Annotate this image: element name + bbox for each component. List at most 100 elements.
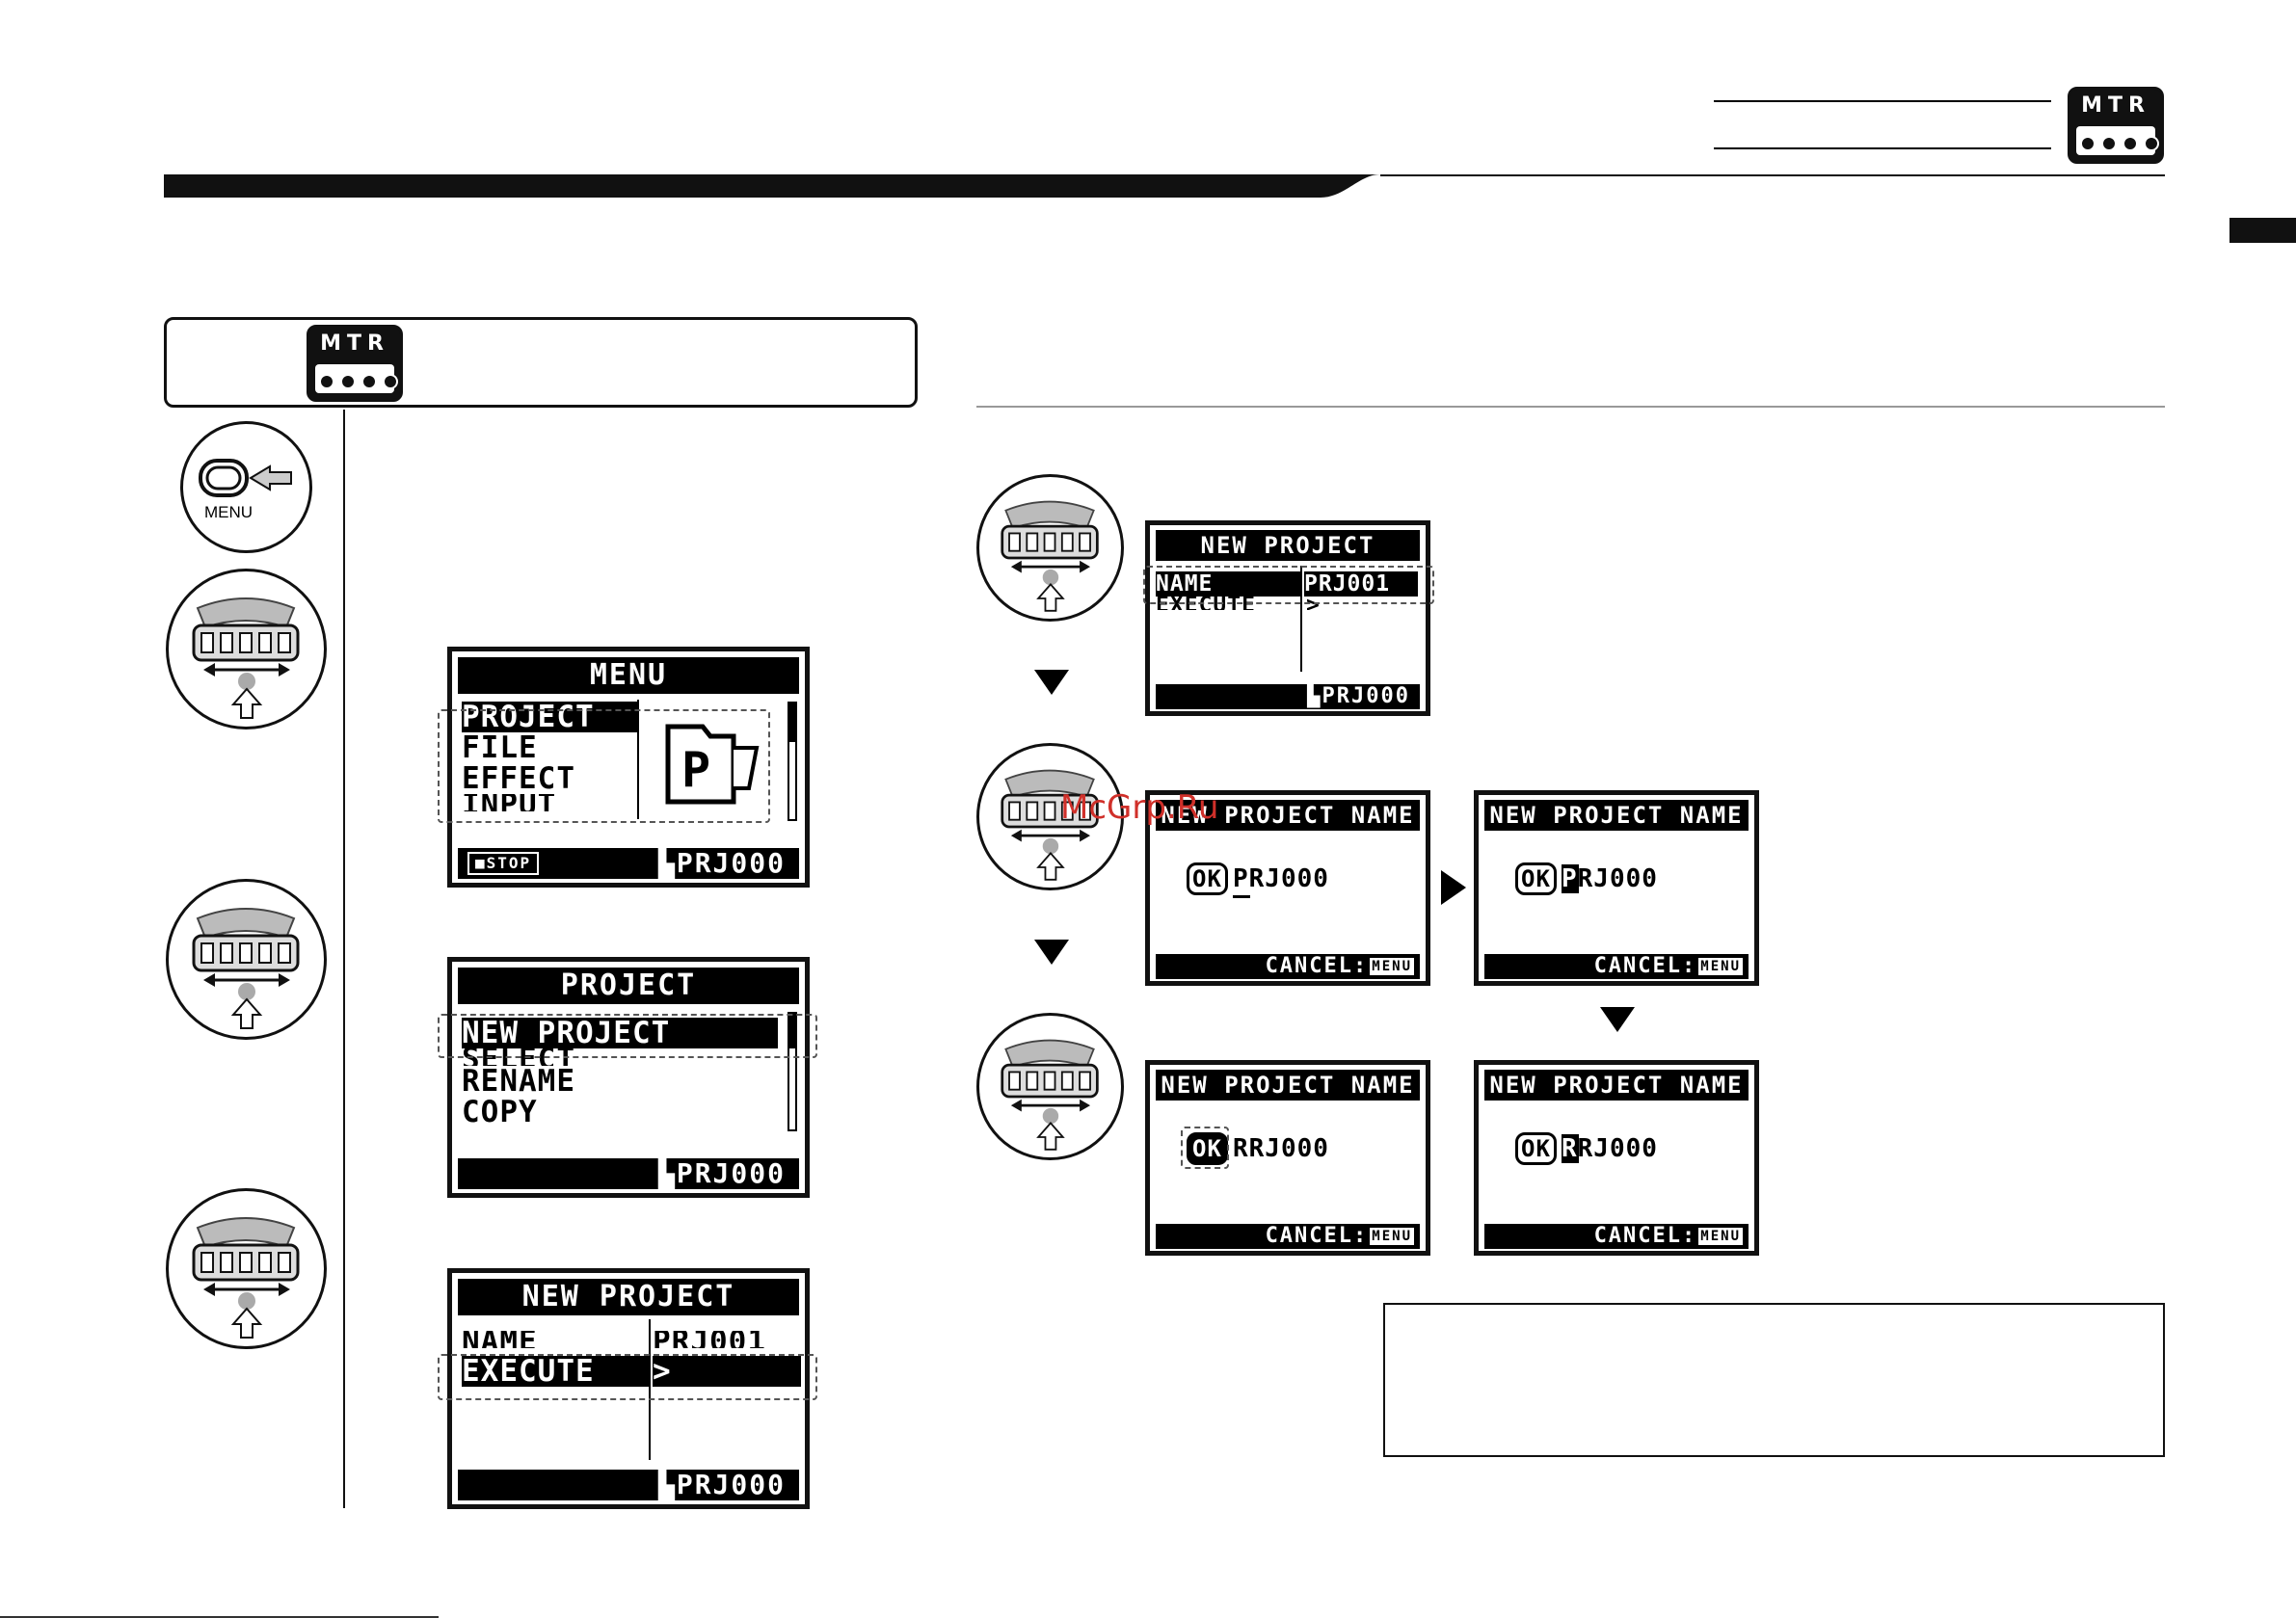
menu-key-icon: MENU	[1370, 958, 1414, 975]
mtr-knob-strip	[2076, 126, 2159, 155]
screen-title: NEW PROJECT NAME	[1484, 800, 1749, 831]
mtr-badge-label: MTR	[320, 332, 389, 356]
selection-highlight	[438, 1014, 817, 1058]
file-icon: ▙	[657, 1469, 677, 1500]
execute-value[interactable]: >	[653, 1356, 801, 1387]
name-screen-3: NEW PROJECT NAME OK RRJ000 CANCEL:MENU	[1145, 1060, 1430, 1256]
folder-letter: P	[681, 742, 711, 798]
cursor-block	[1562, 864, 1579, 893]
footer-rule	[0, 1616, 439, 1618]
dial-icon	[1001, 1039, 1099, 1151]
dial-step-icon	[976, 743, 1124, 890]
menu-item-file[interactable]: FILE	[462, 730, 538, 765]
step-divider	[343, 410, 345, 1508]
name-label[interactable]: NAME	[1156, 571, 1300, 597]
watermark: McGrp.Ru	[1060, 788, 1219, 827]
project-folder-icon: P	[664, 719, 760, 806]
selection-highlight	[438, 1354, 817, 1400]
screen-title: NEW PROJECT	[1156, 530, 1420, 561]
menu-scrollbar[interactable]	[788, 702, 797, 821]
menu-button-step: MENU	[180, 421, 312, 553]
project-item-rename[interactable]: RENAME	[462, 1064, 575, 1099]
execute-label[interactable]: EXECUTE	[462, 1356, 649, 1387]
file-icon: ▙	[657, 1157, 677, 1189]
project-indicator: ▙PRJ000	[658, 848, 786, 879]
mtr-knob-strip	[315, 364, 398, 393]
menu-item-project[interactable]: PROJECT	[462, 702, 639, 732]
project-name-value[interactable]: RRJ000	[1233, 1134, 1329, 1163]
stop-label: STOP	[486, 854, 532, 872]
ok-button[interactable]: OK	[1515, 862, 1557, 895]
screen-title: NEW PROJECT	[458, 1279, 799, 1315]
ok-button[interactable]: OK	[1187, 1132, 1228, 1165]
current-project: PRJ000	[676, 1157, 786, 1189]
current-project: PRJ000	[1322, 684, 1410, 708]
menu-key-icon: MENU	[1698, 1228, 1743, 1245]
screen-title: NEW PROJECT NAME	[1156, 800, 1420, 831]
arrow-down-icon	[1034, 670, 1069, 695]
knob-icon	[2101, 136, 2117, 151]
dial-step-icon	[976, 1013, 1124, 1160]
menu-button-icon	[199, 459, 292, 497]
menu-item-input[interactable]: INPUT	[462, 794, 557, 811]
project-name-value[interactable]: PRJ000	[1562, 864, 1658, 893]
arrow-down-icon	[1034, 940, 1069, 965]
project-indicator: ▙PRJ000	[1307, 684, 1410, 709]
text-cursor	[1233, 895, 1250, 898]
dial-step-icon	[166, 879, 327, 1040]
mtr-badge-label: MTR	[2081, 93, 2150, 118]
cancel-label: CANCEL:	[1265, 1224, 1369, 1248]
screen-footer: CANCEL:MENU	[1484, 1224, 1749, 1249]
project-indicator: ▙PRJ000	[658, 1158, 786, 1189]
name-value[interactable]: PRJ001	[1304, 571, 1418, 597]
dial-icon	[1001, 500, 1099, 612]
project-item-copy[interactable]: COPY	[462, 1095, 538, 1129]
knob-icon	[2144, 136, 2159, 151]
screen-title: PROJECT	[458, 968, 799, 1004]
current-project: PRJ000	[676, 1469, 786, 1500]
ok-button[interactable]: OK	[1187, 862, 1228, 895]
screen-footer: CANCEL:MENU	[1156, 954, 1420, 979]
menu-button-label: MENU	[204, 503, 254, 521]
title-bar	[164, 174, 2165, 198]
project-item-new[interactable]: NEW PROJECT	[462, 1018, 778, 1048]
project-name-value[interactable]: PRJ000	[1233, 864, 1329, 893]
knob-icon	[2122, 136, 2138, 151]
screen-footer: CANCEL:MENU	[1156, 1224, 1420, 1249]
section-rule-right	[976, 406, 2165, 408]
side-tab	[2229, 218, 2296, 243]
cancel-label: CANCEL:	[1593, 1224, 1697, 1248]
name-screen-2: NEW PROJECT NAME OK PRJ000 CANCEL:MENU	[1474, 790, 1759, 986]
dial-step-icon	[166, 1188, 327, 1349]
dial-icon	[1001, 769, 1099, 881]
knob-icon	[361, 374, 377, 389]
project-scrollbar[interactable]	[788, 1012, 797, 1131]
menu-item-effect[interactable]: EFFECT	[462, 761, 575, 796]
name-screen-1: NEW PROJECT NAME OK PRJ000 CANCEL:MENU	[1145, 790, 1430, 986]
header-rule-top	[1714, 100, 2051, 102]
screen-title: MENU	[458, 657, 799, 694]
knob-icon	[340, 374, 356, 389]
name-screen-4: NEW PROJECT NAME OK RRJ000 CANCEL:MENU	[1474, 1060, 1759, 1256]
dial-icon	[192, 1217, 300, 1339]
arrow-down-icon	[1600, 1007, 1635, 1032]
knob-icon	[319, 374, 334, 389]
name-value: PRJ001	[653, 1331, 766, 1348]
mtr-badge-header: MTR	[2068, 87, 2164, 164]
dial-step-icon	[166, 569, 327, 729]
ok-button[interactable]: OK	[1515, 1132, 1557, 1165]
project-screen: PROJECT NEW PROJECT SELECT RENAME COPY ▙…	[447, 957, 810, 1198]
mtr-badge-section: MTR	[307, 325, 403, 402]
new-project-screen-right: NEW PROJECT NAME PRJ001 EXECUTE > ▙PRJ00…	[1145, 520, 1430, 716]
cursor-block	[1562, 1134, 1579, 1163]
header-rule-bottom	[1714, 147, 2051, 149]
screen-footer: ▙PRJ000	[458, 1470, 799, 1500]
current-project: PRJ000	[676, 847, 786, 879]
project-name-value[interactable]: RRJ000	[1562, 1134, 1658, 1163]
project-indicator: ▙PRJ000	[658, 1470, 786, 1500]
knob-icon	[383, 374, 398, 389]
menu-divider	[637, 700, 639, 819]
note-box	[1383, 1303, 2165, 1457]
selection-highlight	[1143, 566, 1434, 604]
screen-footer: CANCEL:MENU	[1484, 954, 1749, 979]
